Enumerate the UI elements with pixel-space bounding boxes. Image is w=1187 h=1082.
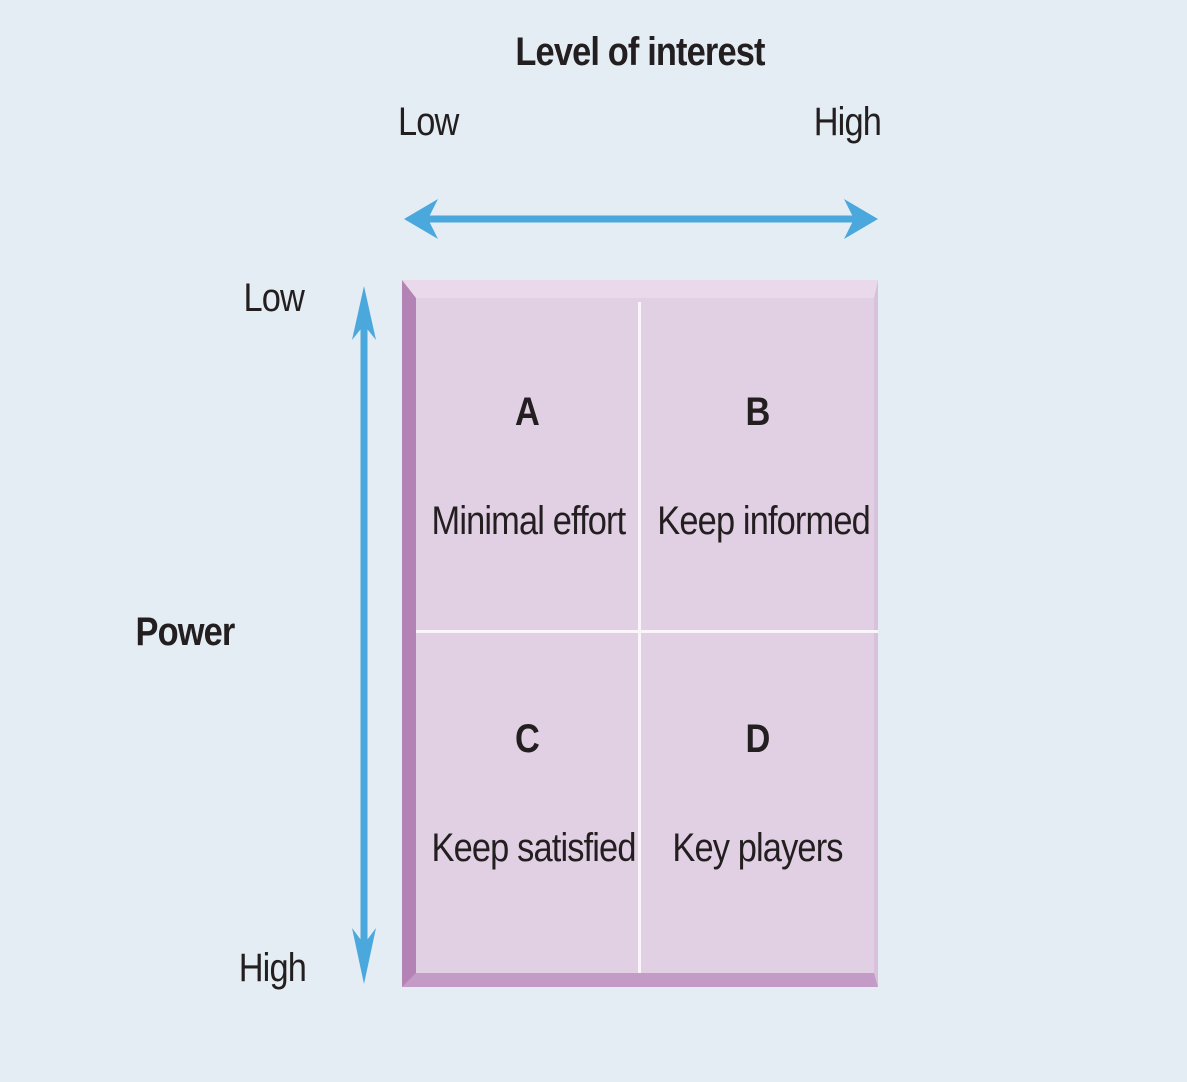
y-axis-high-label: High — [238, 946, 307, 990]
quadrant-label: Key players — [672, 826, 843, 870]
quadrant-letter: C — [515, 717, 540, 761]
x-axis-title: Level of interest — [515, 30, 765, 74]
quadrant-label: Minimal effort — [431, 499, 627, 543]
vertical-double-arrow — [352, 286, 376, 984]
horizontal-double-arrow — [404, 199, 878, 239]
horizontal-divider — [416, 630, 878, 633]
quadrant-a: A Minimal effort — [416, 298, 638, 544]
quadrant-b: B Keep informed — [641, 298, 874, 544]
quadrant-letter: D — [745, 717, 771, 761]
quadrant-letter: B — [745, 390, 771, 434]
quadrant-c: C Keep satisfied — [416, 633, 638, 871]
vertical-divider — [638, 302, 641, 973]
quadrant-letter: A — [515, 390, 540, 434]
quadrant-label: Keep satisfied — [431, 826, 637, 870]
quadrant-d: D Key players — [641, 633, 874, 871]
y-axis-low-label: Low — [243, 276, 304, 320]
x-axis-high-label: High — [813, 100, 882, 144]
stakeholder-matrix: A Minimal effort B Keep informed C Keep … — [402, 280, 878, 987]
x-axis-low-label: Low — [398, 100, 459, 144]
quadrant-label: Keep informed — [657, 499, 870, 543]
y-axis-title: Power — [135, 610, 236, 654]
